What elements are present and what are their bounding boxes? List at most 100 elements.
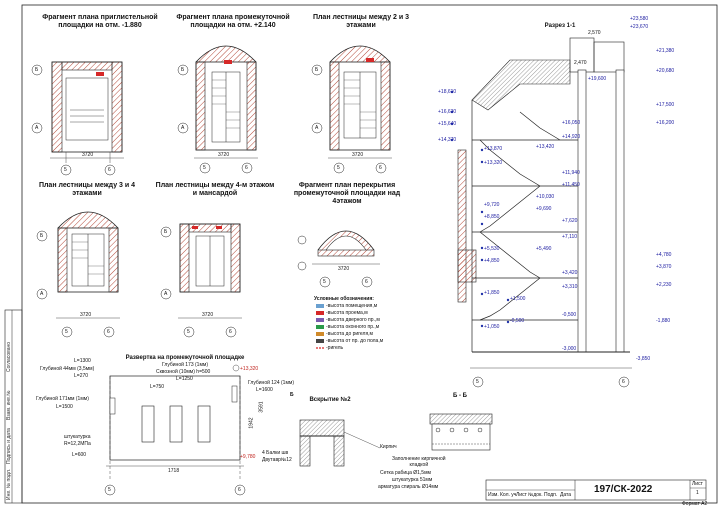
plan-3-title: План лестницы между 2 и 3 этажами [312,14,410,29]
level-label: +16,200 [656,120,675,126]
plan-4-dim: 3720 [80,312,92,318]
rebar-note: L=1250 [176,376,193,382]
format-label: Формат А2 [682,501,708,507]
level-label: +4,780 [656,252,672,258]
legend-item: -высота до ригеля,м [326,331,373,337]
detail-2-title: Вскрытие №2 [309,397,351,403]
level-label: +1,050 [484,324,500,330]
axis-5-3: 5 [337,165,340,171]
rebar-note: 3591 [258,401,265,413]
side-strip-label: Инв. № подл. [6,468,12,500]
axis-a-3: Б [315,67,319,73]
axis-5-2: 5 [203,165,206,171]
rebar-development [104,364,246,496]
plan-3 [311,45,392,174]
axis-b-4: А [40,291,44,297]
level-label: +1,500 [510,296,526,302]
axis-5-section: 5 [476,379,479,385]
level-label: +9,690 [536,206,552,212]
plan-3-dim: 3720 [352,152,364,158]
level-label: +3,420 [562,270,578,276]
stamp-col: Кол. уч [500,492,517,498]
axis-a-2: Б [181,67,185,73]
plan-1-dim: 3720 [82,152,94,158]
rebar-note: штукатурка [64,434,91,440]
project-code: 197/СК-2022 [594,484,653,495]
rebar-note: +13,320 [240,366,259,372]
level-label: +7,620 [562,218,578,224]
plan-2-dim: 3720 [218,152,230,158]
level-label: +3,870 [656,264,672,270]
legend-item: -высота оконного пр.,м [326,324,380,330]
axis-5-rebar: 5 [108,487,111,493]
opening-detail-2 [299,419,381,467]
rebar-note: Глубиной 44мм (3,5мм) [40,366,95,372]
rebar-note: 1718 [168,468,180,474]
section-title: Разрез 1-1 [544,23,576,29]
level-label: -0,500 [510,318,525,324]
rebar-note: L=750 [150,384,165,390]
sheet-label: Лист [692,481,703,487]
level-label: -3,000 [562,346,577,352]
side-strip-label: Согласовано [6,341,12,372]
axis-6-5: 6 [229,329,232,335]
plan-6 [297,230,380,288]
level-label: +18,610 [438,89,457,95]
plan-4 [36,211,120,338]
bb-title: Б - Б [453,393,467,399]
level-label: +17,500 [656,102,675,108]
legend-item: -высота помещения,м [326,303,378,309]
level-label: +14,370 [438,137,457,143]
stamp-col: Изм. [488,492,499,498]
section-1-1 [450,37,632,388]
plan-2 [177,45,258,174]
axis-5-4: 5 [65,329,68,335]
axis-6-6: 6 [365,279,368,285]
rebar-note: L=1600 [256,387,273,393]
stamp-col: Дата [560,492,572,498]
stamp-col: №док. [528,492,543,498]
level-label: +23,580 [630,16,649,22]
stamp-col: Лист [516,492,527,498]
axis-5-5: 5 [187,329,190,335]
level-label: +14,920 [562,134,581,140]
axis-6-2: 6 [245,165,248,171]
level-label: +1,850 [484,290,500,296]
level-label: +11,450 [562,182,580,188]
plan-1-title: Фрагмент плана приглистельной площадки н… [42,14,158,29]
axis-6-3: 6 [379,165,382,171]
legend-item: -ригель [326,345,344,351]
level-label: +8,850 [484,214,500,220]
stamp-col: Подп. [544,492,558,498]
level-label: +7,110 [562,234,578,240]
detail-note: Заполнение кирпичной кладкой [392,456,446,468]
plan-6-title: Фрагмент план перекрытия промежуточной п… [293,182,401,205]
axis-6-rebar: 6 [238,487,241,493]
side-strip-label: Подпись и дата [6,428,12,464]
legend-item: -высота дверного пр.,м [326,317,380,323]
level-label: +16,630 [438,109,457,115]
sheet-frame [21,4,718,504]
axis-a-1: Б [35,67,39,73]
top-dim: 2,470 [574,60,587,66]
level-label: +23,670 [630,24,649,30]
level-label: +9,720 [484,202,500,208]
level-label: +5,530 [484,246,500,252]
detail-note: арматура спираль Ø14мм [378,484,439,490]
rebar-note: +9,780 [240,454,256,460]
level-label: +13,870 [484,146,503,152]
rebar-note: Глубиной 124 (1мм) [248,380,294,386]
side-strip-label: Взам. инв.№ [6,390,12,420]
rebar-note: L=1300 [74,358,91,364]
detail-note: штукатурка 51мм [392,477,433,483]
axis-6-section: 6 [622,379,625,385]
axis-b-5: А [164,291,168,297]
legend-item: -высота от пр. до пола,м [326,338,384,344]
rebar-note: Сквозной (10мм) h=500 [156,369,211,375]
plan-6-dim: 3720 [338,266,350,272]
legend-title: Условные обозначения: [314,296,374,302]
axis-5-6: 5 [323,279,326,285]
axis-b-3: А [315,125,319,131]
level-label: +3,310 [562,284,578,290]
level-label: +11,940 [562,170,580,176]
